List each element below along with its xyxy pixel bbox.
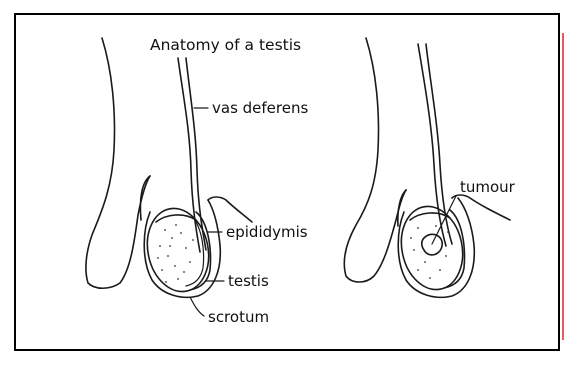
tumour-mass — [422, 234, 442, 255]
label-scrotum: scrotum — [208, 308, 269, 326]
testis-inner-line — [156, 215, 196, 222]
scrotum-leader — [190, 297, 204, 316]
testis-stipple — [157, 224, 194, 283]
right-figure-right-leg — [452, 195, 510, 220]
right-vas-tube-outer — [418, 44, 446, 246]
left-thigh-outline — [86, 38, 150, 288]
label-vas-deferens: vas deferens — [212, 99, 308, 117]
label-tumour: tumour — [460, 178, 516, 196]
right-figure-left-leg — [344, 38, 406, 282]
diagram-title: Anatomy of a testis — [150, 36, 301, 54]
label-epididymis: epididymis — [226, 223, 308, 241]
label-testis: testis — [228, 272, 269, 290]
right-testis-figure — [344, 38, 510, 297]
